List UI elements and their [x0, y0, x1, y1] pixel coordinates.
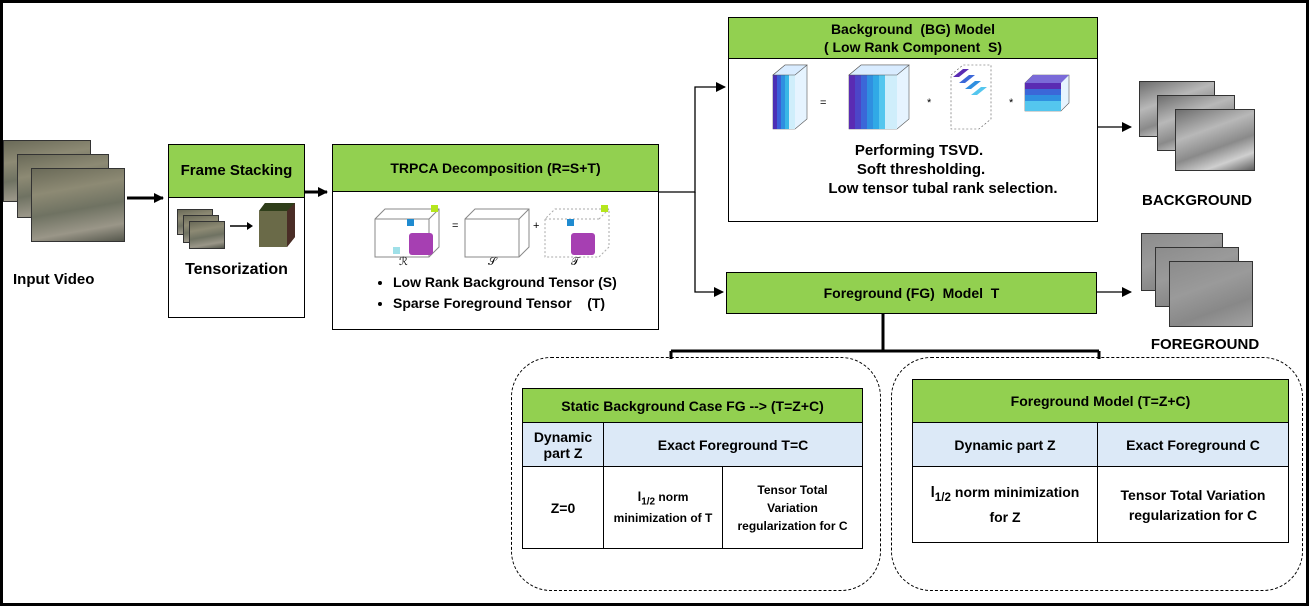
- fg-cell-norm: l1/2 norm minimization for Z: [912, 466, 1098, 543]
- tsvd-tensor-v: [1024, 74, 1070, 112]
- bg-model-steps: Performing TSVD. Soft thresholding. Low …: [803, 141, 1083, 198]
- bg-model-title-line1: Background (BG) Model: [830, 21, 996, 37]
- fg-norm-rest: norm minimization for Z: [951, 483, 1080, 526]
- foreground-label: FOREGROUND: [1150, 336, 1260, 353]
- fg-model-title: Foreground (FG) Model T: [726, 272, 1097, 314]
- trpca-eq-sign: =: [452, 220, 459, 232]
- trpca-symbol-t: 𝒯: [571, 255, 580, 268]
- trpca-plus-sign: +: [533, 220, 540, 232]
- static-header-exact: Exact Foreground T=C: [603, 422, 863, 467]
- tsvd-tensor-s: [950, 64, 992, 130]
- fg-norm-sub: 1/2: [934, 490, 952, 504]
- static-norm-sub: 1/2: [641, 496, 656, 508]
- trpca-bullet: Low Rank Background Tensor (S): [393, 272, 617, 293]
- background-frame: [1175, 109, 1255, 171]
- fg-detail-table: Dynamic part Z Exact Foreground C l1/2 n…: [912, 422, 1289, 543]
- connector-layer: [127, 82, 1132, 359]
- static-cell-norm: l1/2 norm minimization of T: [603, 466, 723, 549]
- tsvd-eq-sign: =: [820, 97, 827, 109]
- frame-stacking-title: Frame Stacking: [168, 144, 305, 198]
- static-norm-rest: norm minimization of T: [613, 489, 713, 526]
- trpca-bullet-list: Low Rank Background Tensor (S) Sparse Fo…: [371, 272, 617, 314]
- fg-header-exact: Exact Foreground C: [1097, 422, 1289, 467]
- bg-model-step: Performing TSVD.: [854, 142, 984, 159]
- fg-header-dynamic: Dynamic part Z: [912, 422, 1098, 467]
- frame-stack-thumbs: [177, 209, 227, 249]
- trpca-symbol-s: 𝒮: [488, 255, 497, 268]
- tsvd-mul-sign: *: [927, 97, 932, 109]
- tensorize-arrow: [230, 222, 253, 230]
- static-norm-l: l: [637, 488, 642, 504]
- foreground-frame: [1169, 261, 1253, 327]
- video-frame: [31, 168, 125, 242]
- tsvd-mul-sign: *: [1009, 97, 1014, 109]
- bg-model-step: Soft thresholding.: [856, 161, 986, 178]
- foreground-output-stack: [1141, 233, 1253, 331]
- input-video-label: Input Video: [13, 271, 95, 288]
- tensorization-label: Tensorization: [185, 261, 288, 278]
- static-cell-z: Z=0: [522, 466, 604, 549]
- trpca-equation-graphic: [374, 205, 610, 258]
- static-case-title: Static Background Case FG --> (T=Z+C): [522, 388, 863, 423]
- tsvd-tensor-left: [772, 64, 808, 130]
- fg-detail-title: Foreground Model (T=Z+C): [912, 379, 1289, 423]
- static-cell-tv: Tensor Total Variation regularization fo…: [722, 466, 863, 549]
- bg-model-title-line2: ( Low Rank Component S): [823, 39, 1003, 55]
- bg-model-title: Background (BG) Model ( Low Rank Compone…: [728, 17, 1098, 59]
- static-header-dynamic: Dynamic part Z: [522, 422, 604, 467]
- connector-trpca-split: [659, 82, 726, 193]
- video-frame: [189, 221, 225, 249]
- background-output-stack: [1139, 81, 1257, 173]
- bg-model-step: Low tensor tubal rank selection.: [828, 180, 1058, 197]
- static-case-table: Dynamic part Z Exact Foreground T=C Z=0 …: [522, 422, 863, 549]
- tensor-cube-icon: [259, 203, 295, 247]
- trpca-title: TRPCA Decomposition (R=S+T): [332, 144, 659, 192]
- tsvd-tensor-u: [848, 64, 910, 130]
- trpca-bullet: Sparse Foreground Tensor (T): [393, 293, 617, 314]
- connector-trpca-to-fg: [694, 192, 724, 297]
- trpca-symbol-r: ℛ: [399, 255, 408, 268]
- fg-cell-tv: Tensor Total Variation regularization fo…: [1097, 466, 1289, 543]
- fg-detail-container: [891, 357, 1303, 591]
- tsvd-graphic: [772, 64, 1070, 130]
- background-label: BACKGROUND: [1142, 192, 1252, 209]
- fg-norm-l: l: [930, 483, 935, 501]
- static-case-container: [511, 357, 881, 591]
- input-video-stack: [3, 140, 127, 244]
